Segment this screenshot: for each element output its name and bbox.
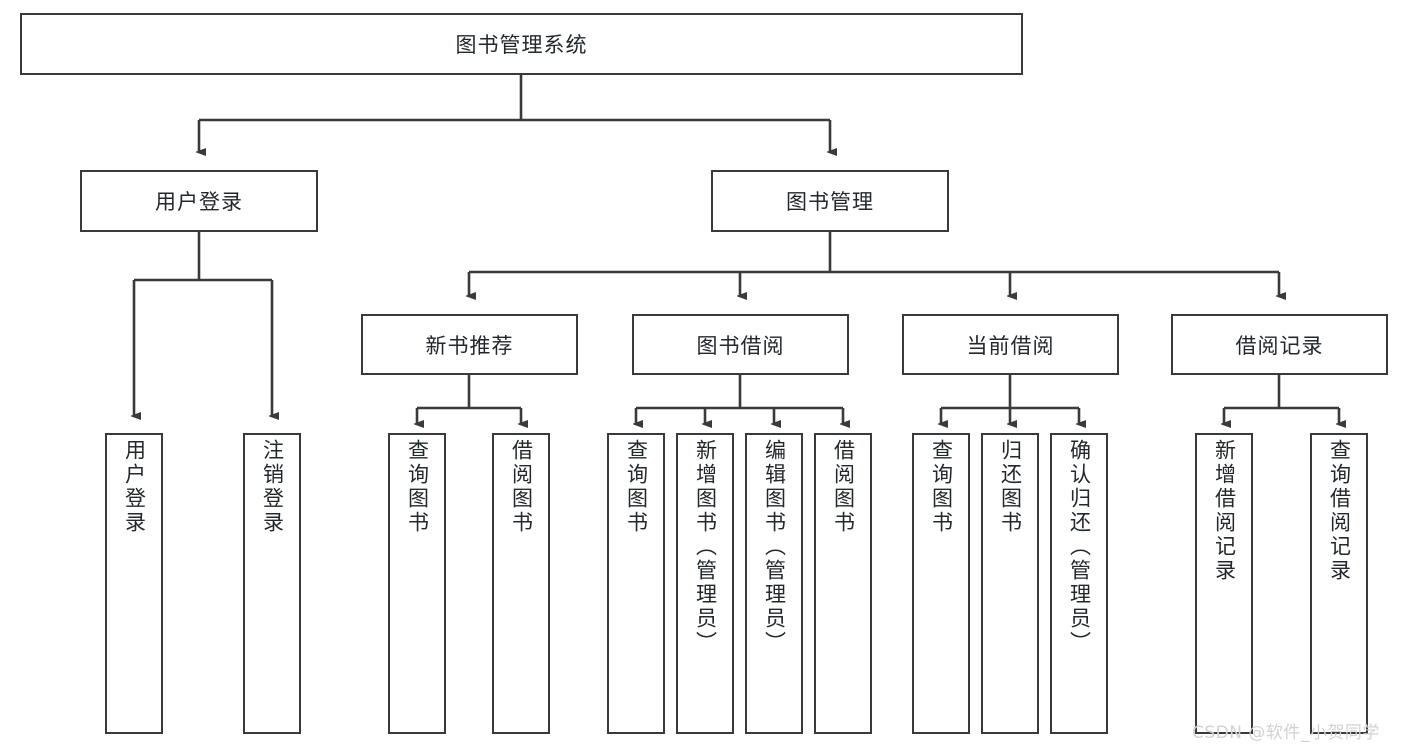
node-user-login-label: 用户登录 — [155, 190, 243, 214]
node-leaf-query-book-2-label: 查询图书 — [624, 439, 649, 535]
node-leaf-add-book-label: 新增图书（管理员） — [693, 439, 718, 655]
node-leaf-logout-login[interactable]: 注销登录 — [243, 433, 301, 734]
node-current-borrow[interactable]: 当前借阅 — [902, 314, 1119, 375]
node-book-management[interactable]: 图书管理 — [711, 170, 949, 232]
node-leaf-confirm-return[interactable]: 确认归还（管理员） — [1050, 433, 1108, 734]
node-user-login[interactable]: 用户登录 — [80, 170, 318, 232]
node-new-book-recommend-label: 新书推荐 — [425, 333, 514, 358]
node-borrow-record-label: 借阅记录 — [1235, 333, 1324, 358]
node-leaf-return-book[interactable]: 归还图书 — [981, 433, 1039, 734]
node-leaf-borrow-book-2-label: 借阅图书 — [831, 439, 856, 535]
node-book-borrow[interactable]: 图书借阅 — [632, 314, 849, 375]
node-leaf-borrow-book-1-label: 借阅图书 — [509, 439, 534, 535]
node-leaf-query-book-3[interactable]: 查询图书 — [912, 433, 970, 734]
node-root[interactable]: 图书管理系统 — [20, 13, 1023, 75]
node-leaf-query-record-label: 查询借阅记录 — [1327, 439, 1352, 583]
node-book-management-label: 图书管理 — [786, 190, 874, 214]
watermark: CSDN @软件_小贺同学 — [1192, 723, 1380, 743]
node-leaf-edit-book-label: 编辑图书（管理员） — [762, 439, 787, 655]
node-leaf-return-book-label: 归还图书 — [998, 439, 1023, 535]
node-leaf-user-login[interactable]: 用户登录 — [105, 433, 163, 734]
node-leaf-add-book[interactable]: 新增图书（管理员） — [676, 433, 734, 734]
node-leaf-add-record[interactable]: 新增借阅记录 — [1195, 433, 1253, 734]
node-leaf-query-book-3-label: 查询图书 — [929, 439, 954, 535]
node-leaf-logout-login-label: 注销登录 — [260, 439, 285, 535]
node-leaf-query-record[interactable]: 查询借阅记录 — [1310, 433, 1368, 734]
node-leaf-query-book-1[interactable]: 查询图书 — [388, 433, 446, 734]
node-leaf-borrow-book-1[interactable]: 借阅图书 — [492, 433, 550, 734]
node-leaf-add-record-label: 新增借阅记录 — [1212, 439, 1237, 583]
node-leaf-confirm-return-label: 确认归还（管理员） — [1067, 439, 1092, 655]
node-leaf-query-book-2[interactable]: 查询图书 — [607, 433, 665, 734]
node-leaf-edit-book[interactable]: 编辑图书（管理员） — [745, 433, 803, 734]
node-current-borrow-label: 当前借阅 — [966, 333, 1055, 358]
node-book-borrow-label: 图书借阅 — [696, 333, 785, 358]
node-leaf-borrow-book-2[interactable]: 借阅图书 — [814, 433, 872, 734]
node-new-book-recommend[interactable]: 新书推荐 — [361, 314, 578, 375]
node-borrow-record[interactable]: 借阅记录 — [1171, 314, 1388, 375]
node-root-label: 图书管理系统 — [455, 33, 588, 57]
node-leaf-query-book-1-label: 查询图书 — [405, 439, 430, 535]
node-leaf-user-login-label: 用户登录 — [122, 439, 147, 535]
